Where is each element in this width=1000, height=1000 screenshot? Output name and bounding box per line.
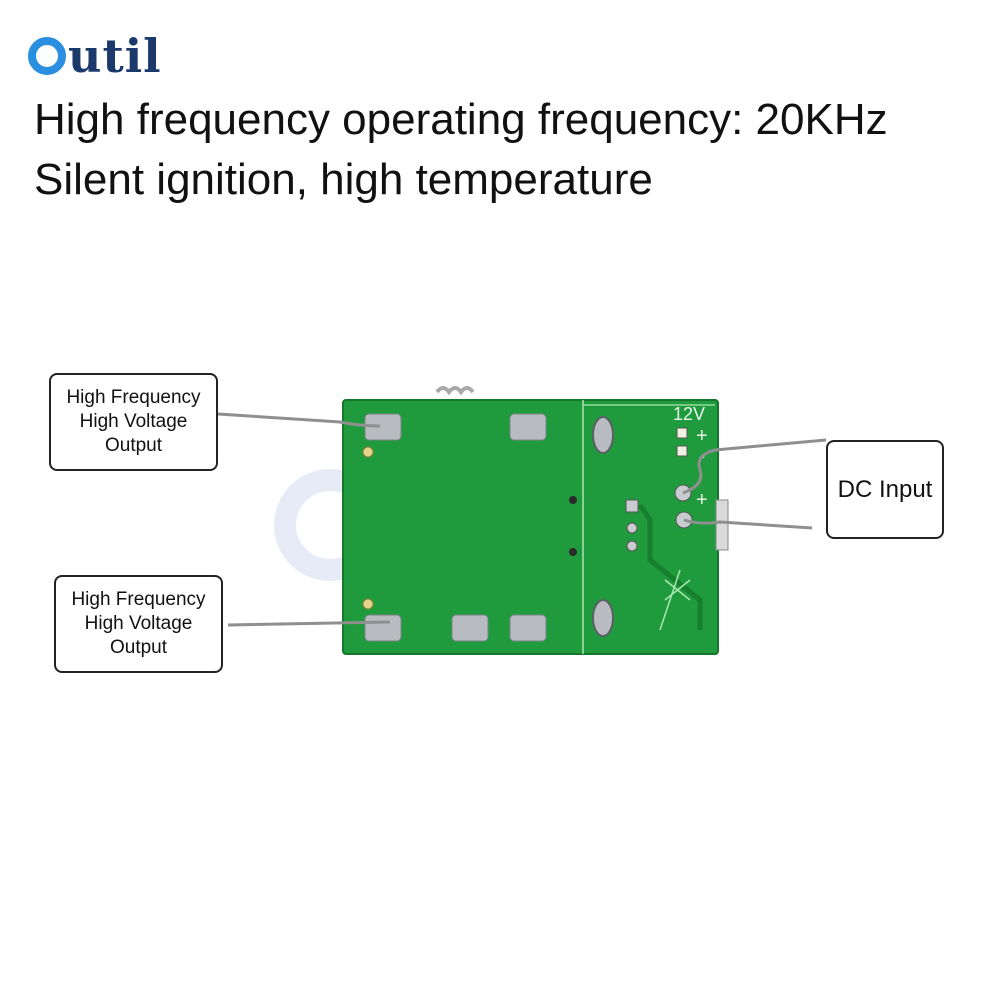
- via-hole: [362, 446, 374, 458]
- solder-pad: [509, 413, 547, 441]
- pcb-board: [343, 400, 718, 654]
- via-hole: [569, 548, 577, 556]
- component-pad: [625, 499, 639, 513]
- callout-line: Output: [109, 637, 168, 658]
- output-wire-bottom: [227, 620, 391, 627]
- callout-dc-input: DC Input: [826, 440, 944, 539]
- callout-line: High Frequency: [71, 589, 206, 610]
- solder-pad: [364, 413, 402, 441]
- oval-pad: [592, 599, 614, 637]
- silkscreen-12v: 12V: [673, 404, 705, 424]
- solder-pad: [364, 614, 402, 642]
- logo-text: util: [68, 29, 162, 83]
- oval-pad: [592, 416, 614, 454]
- logo-ring-icon: [28, 37, 66, 75]
- component-lead: [435, 386, 475, 396]
- callout-line: High Voltage: [79, 411, 188, 432]
- pcb-trace: [637, 503, 703, 630]
- output-wire-top: [217, 412, 381, 428]
- headline-line-2: Silent ignition, high temperature: [34, 155, 653, 204]
- silkscreen-plus-top: +: [696, 425, 708, 447]
- input-wire-positive: [682, 438, 827, 495]
- callout-output-bottom: High Frequency High Voltage Output: [54, 575, 223, 673]
- callout-line: Output: [104, 435, 163, 456]
- solder-pad: [509, 614, 547, 642]
- via-hole: [362, 598, 374, 610]
- brand-logo: util: [28, 28, 162, 84]
- via-hole: [569, 496, 577, 504]
- silkscreen-mark: [659, 569, 691, 631]
- callout-output-top: High Frequency High Voltage Output: [49, 373, 218, 471]
- callout-line: High Voltage: [84, 613, 193, 634]
- input-wire-negative: [683, 518, 813, 530]
- edge-connector: [715, 499, 729, 551]
- silkscreen-plus-bottom: +: [696, 489, 708, 511]
- solder-pad: [451, 614, 489, 642]
- headline-line-1: High frequency operating frequency: 20KH…: [34, 95, 888, 144]
- callout-line: High Frequency: [66, 387, 201, 408]
